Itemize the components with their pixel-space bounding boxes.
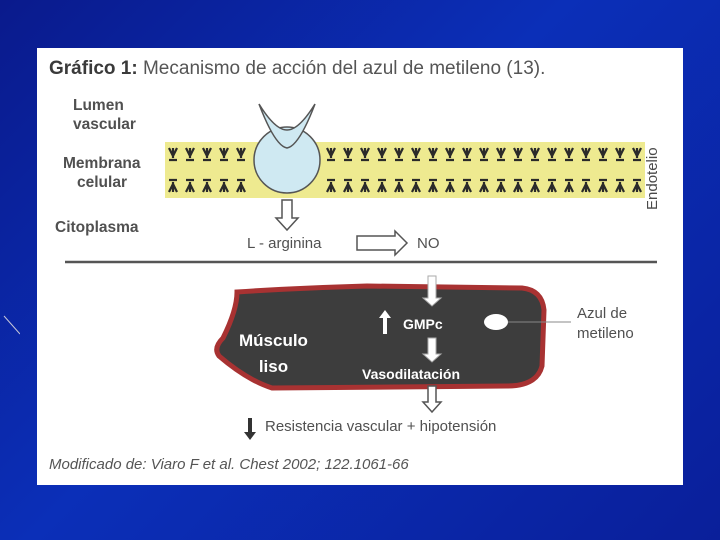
label-vasodilatacion: Vasodilatación — [362, 366, 461, 382]
lipid-glyph — [615, 178, 625, 193]
lipid-glyph — [479, 147, 489, 162]
lipid-glyph — [547, 178, 557, 193]
lipid-glyph — [219, 147, 229, 162]
lipid-glyph — [445, 147, 455, 162]
lipid-glyph — [185, 147, 195, 162]
arrow-no-to-gmpc — [421, 275, 443, 307]
lipid-glyph — [513, 178, 523, 193]
lipid-glyph — [326, 147, 336, 162]
label-no: NO — [417, 235, 440, 252]
lipid-glyph — [343, 147, 353, 162]
lipid-glyph — [632, 178, 642, 193]
membrane-lipids-top — [168, 147, 642, 162]
lipid-glyph — [564, 178, 574, 193]
lipid-glyph — [236, 178, 246, 193]
label-citoplasma: Citoplasma — [55, 219, 139, 236]
lipid-glyph — [598, 178, 608, 193]
lipid-glyph — [598, 147, 608, 162]
lipid-glyph — [360, 147, 370, 162]
membrane-lipids-bottom — [168, 178, 642, 193]
receptor-sphere — [253, 126, 321, 194]
label-gmpc: GMPc — [403, 316, 443, 332]
lipid-glyph — [411, 178, 421, 193]
lipid-glyph — [428, 178, 438, 193]
label-endotelio: Endotelio — [644, 147, 661, 210]
lipid-glyph — [581, 178, 591, 193]
lipid-glyph — [411, 147, 421, 162]
lipid-glyph — [360, 178, 370, 193]
lipid-glyph — [428, 147, 438, 162]
arrow-gmpc-to-vasodilatacion — [421, 337, 443, 363]
methylene-blue-marker — [484, 314, 508, 330]
cell-membrane-band — [165, 142, 645, 198]
diagram-graphics — [65, 103, 657, 440]
lipid-glyph — [564, 147, 574, 162]
receptor-crescent — [258, 103, 316, 149]
lipid-glyph — [632, 147, 642, 162]
lipid-glyph — [185, 178, 195, 193]
lipid-glyph — [377, 178, 387, 193]
arrow-receptor-to-arginina — [274, 199, 300, 232]
lipid-glyph — [615, 147, 625, 162]
label-l-arginina: L - arginina — [247, 235, 322, 252]
lipid-glyph — [394, 147, 404, 162]
lipid-glyph — [496, 147, 506, 162]
lipid-glyph — [394, 178, 404, 193]
figure-title: Gráfico 1: Mecanismo de acción del azul … — [49, 58, 546, 79]
lipid-glyph — [479, 178, 489, 193]
label-resistencia: Resistencia vascular + hipotensión — [265, 418, 497, 435]
diagram-panel: Gráfico 1: Mecanismo de acción del azul … — [37, 48, 683, 485]
decorative-slash-line — [3, 315, 20, 335]
arrow-vasodilatacion-to-resistencia — [421, 385, 443, 414]
lipid-glyph — [462, 178, 472, 193]
lipid-glyph — [236, 147, 246, 162]
lipid-glyph — [530, 147, 540, 162]
decrease-arrow-icon — [244, 418, 256, 440]
lipid-glyph — [343, 178, 353, 193]
citation: Modificado de: Viaro F et al. Chest 2002… — [49, 456, 409, 473]
lipid-glyph — [530, 178, 540, 193]
lipid-glyph — [547, 147, 557, 162]
lipid-glyph — [219, 178, 229, 193]
lipid-glyph — [168, 147, 178, 162]
lipid-glyph — [202, 147, 212, 162]
lipid-glyph — [445, 178, 455, 193]
lipid-glyph — [202, 178, 212, 193]
lipid-glyph — [513, 147, 523, 162]
arrow-arginina-to-no — [356, 229, 409, 257]
lipid-glyph — [377, 147, 387, 162]
lipid-glyph — [168, 178, 178, 193]
increase-arrow-icon — [379, 310, 391, 334]
lipid-glyph — [496, 178, 506, 193]
lipid-glyph — [462, 147, 472, 162]
lipid-glyph — [326, 178, 336, 193]
smooth-muscle-cell — [214, 283, 547, 391]
lipid-glyph — [581, 147, 591, 162]
